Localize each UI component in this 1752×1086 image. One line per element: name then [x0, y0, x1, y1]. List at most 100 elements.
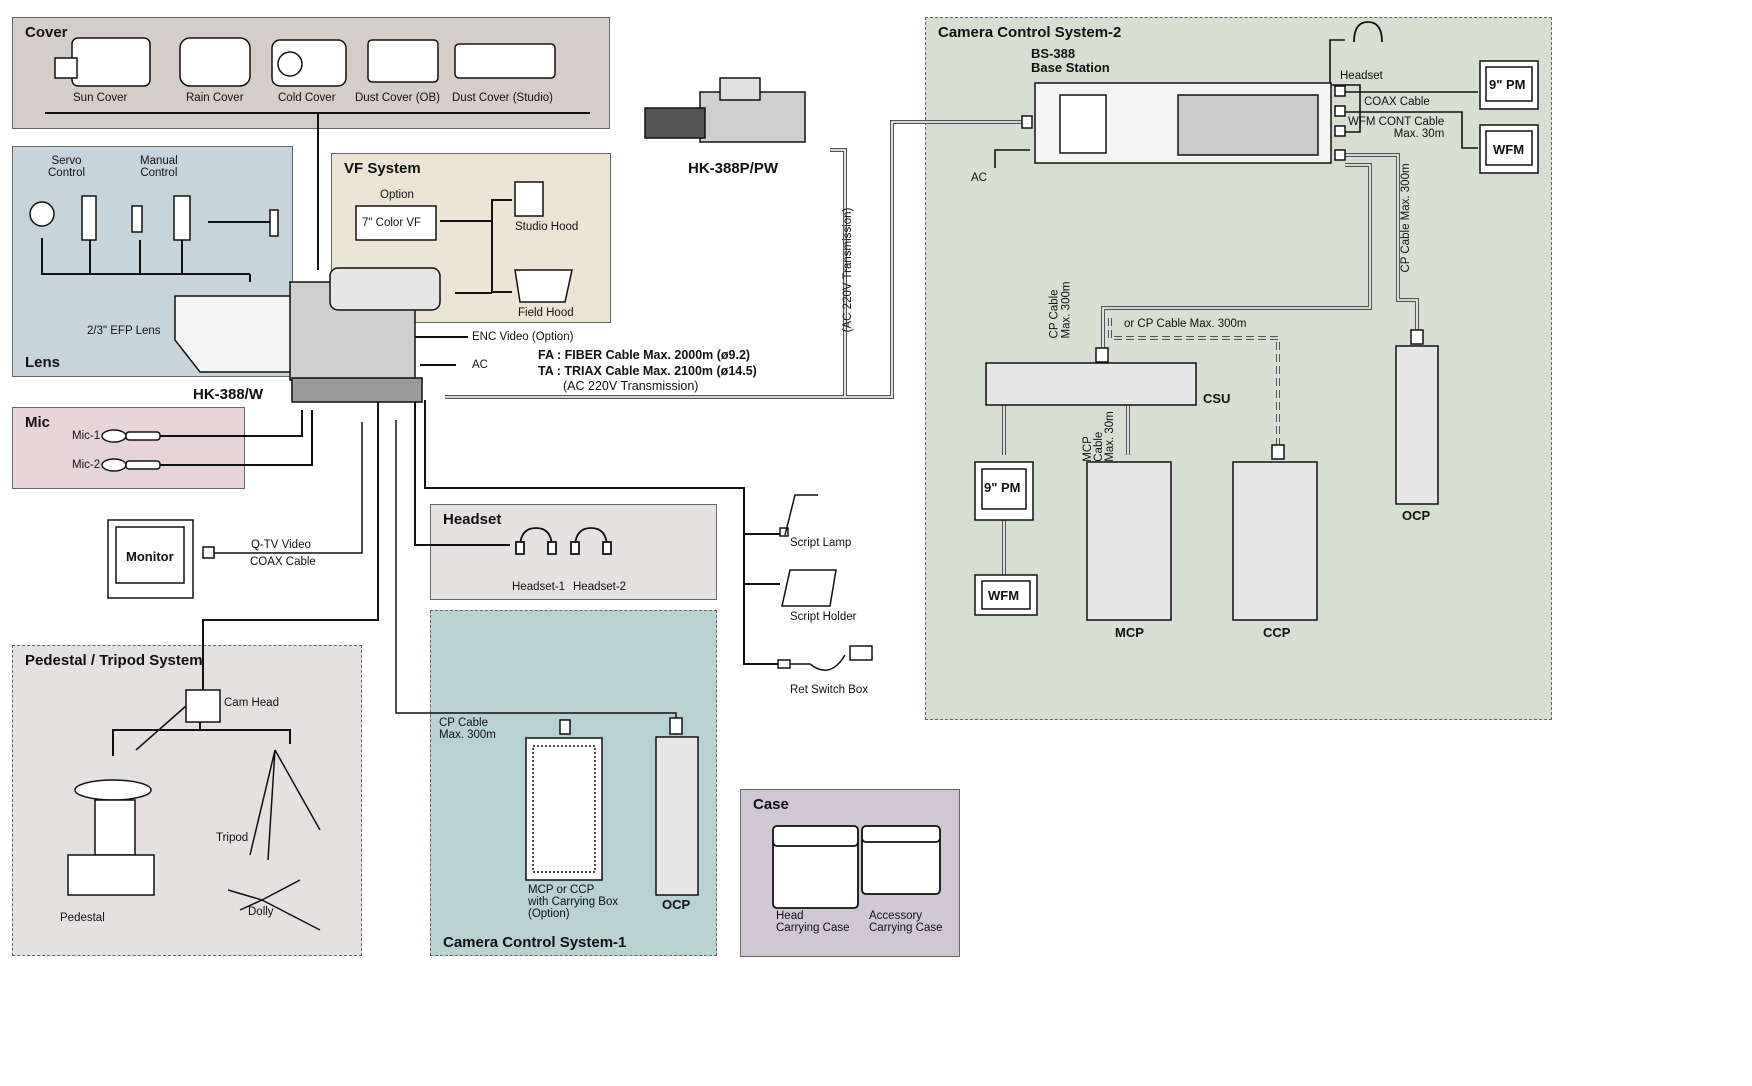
headset1-icon — [519, 527, 553, 549]
wfm-label: WFM — [1493, 142, 1525, 157]
headset-title: Headset — [443, 511, 502, 528]
wfm-cont-label: WFM CONT Cable Max. 30m — [1348, 116, 1445, 140]
coax-cable-label: COAX Cable — [250, 556, 316, 568]
ccp-icon — [1232, 461, 1318, 621]
pedestal-wire — [202, 400, 379, 690]
mcp-cable-label: MCP Cable Max. 30m — [1081, 411, 1116, 462]
mcp-label: MCP — [1115, 625, 1144, 640]
dust-cover-studio-icon — [454, 43, 556, 79]
pedestal-label: Pedestal — [60, 912, 105, 924]
field-hood-icon — [514, 269, 573, 303]
ccs1-cp-cable-label: CP Cable Max. 300m — [439, 717, 496, 741]
mic1-label: Mic-1 — [72, 430, 101, 442]
csu-icon — [985, 362, 1197, 406]
headset2-label: Headset-2 — [573, 581, 627, 593]
lens-bus — [41, 238, 251, 282]
efp-lens-label: 2/3" EFP Lens — [87, 325, 161, 337]
head-case-icon — [772, 837, 859, 909]
enc-video-label: ENC Video (Option) — [472, 331, 574, 343]
pedestal-title: Pedestal / Tripod System — [25, 652, 203, 669]
csu-label: CSU — [1203, 391, 1231, 406]
ocp2-label: OCP — [1402, 508, 1431, 523]
head-case-label: Head Carrying Case — [776, 910, 850, 934]
ccs1-title: Camera Control System-1 — [443, 934, 627, 951]
cover-label-dust-studio: Dust Cover (Studio) — [452, 92, 553, 104]
ccs2-title: Camera Control System-2 — [938, 24, 1122, 41]
mic-title: Mic — [25, 414, 51, 431]
mic2-wire — [160, 410, 313, 466]
triax-cable-label: TA : TRIAX Cable Max. 2100m (ø14.5) — [538, 364, 757, 378]
ccs1-wire — [395, 420, 677, 735]
mcp-icon — [1086, 461, 1172, 621]
color-vf-label: 7" Color VF — [362, 217, 422, 229]
dust-cover-ob-icon — [367, 39, 439, 83]
cover-title: Cover — [25, 24, 68, 41]
mic1-wire — [160, 410, 303, 437]
qtv-wire — [213, 422, 363, 558]
pedestal-icon — [74, 779, 152, 801]
csu-cp-cable-label: CP Cable Max. 300m — [1048, 281, 1073, 339]
mic-panel: Mic — [12, 407, 245, 489]
ccp-label: CCP — [1263, 625, 1291, 640]
bs388-label: BS-388 Base Station — [1031, 46, 1110, 75]
accessory-case-icon — [861, 835, 941, 895]
manual-control-label: Manual Control — [140, 155, 178, 179]
cover-label-rain: Rain Cover — [186, 92, 244, 104]
camera-ac-label: AC — [472, 359, 488, 371]
cover-label-cold: Cold Cover — [278, 92, 336, 104]
vf-link — [440, 199, 512, 294]
mic2-icon — [101, 458, 127, 472]
mic1-icon — [101, 429, 127, 443]
camera-portable-label: HK-388P/PW — [688, 160, 779, 177]
carrying-box-icon — [525, 737, 603, 881]
efp-lens-icon — [174, 295, 293, 373]
servo-control-label: Servo Control — [48, 155, 86, 179]
studio-hood-icon — [514, 181, 544, 217]
qtv-video-label: Q-TV Video — [251, 539, 311, 551]
cover-label-sun: Sun Cover — [73, 92, 128, 104]
dolly-label: Dolly — [248, 906, 274, 918]
manual-control-icon — [131, 205, 143, 233]
wfm2-label: WFM — [988, 588, 1020, 603]
headset1-label: Headset-1 — [512, 581, 566, 593]
ocp1-icon — [655, 736, 699, 896]
lens-title: Lens — [25, 354, 61, 371]
ret-switch-icon — [849, 645, 873, 661]
ac220-vertical-label: (AC 220V Transmission) — [842, 207, 854, 333]
script-holder-label: Script Holder — [790, 611, 857, 623]
tripod-icon — [249, 749, 321, 861]
case-title: Case — [753, 796, 789, 813]
dolly-icon — [227, 879, 321, 931]
sun-cover-icon — [71, 37, 151, 87]
bs-coax-label: COAX Cable — [1364, 96, 1430, 108]
cover-label-dust-ob: Dust Cover (OB) — [355, 92, 440, 104]
pm-label: 9" PM — [1489, 77, 1526, 92]
accessory-wire — [424, 400, 780, 665]
camera-main-label: HK-388/W — [193, 386, 264, 403]
vf-option-label: Option — [380, 189, 414, 201]
fiber-cable-label: FA : FIBER Cable Max. 2000m (ø9.2) — [538, 348, 751, 362]
ocp1-label: OCP — [662, 897, 691, 912]
carrying-box-label: MCP or CCP with Carrying Box (Option) — [528, 884, 619, 920]
servo-control-icon — [29, 201, 55, 227]
headset-wire — [414, 400, 510, 546]
headset2-icon — [574, 527, 608, 549]
ocp2-icon — [1395, 345, 1439, 505]
pm2-label: 9" PM — [984, 480, 1021, 495]
ret-switch-label: Ret Switch Box — [790, 684, 868, 696]
or-cp-cable-label: or CP Cable Max. 300m — [1124, 318, 1247, 330]
cam-head-icon — [185, 689, 221, 723]
script-lamp-icon — [779, 494, 818, 537]
mic2-label: Mic-2 — [72, 459, 101, 471]
script-holder-icon — [781, 569, 837, 607]
color-vf-icon — [355, 205, 437, 241]
vf-title: VF System — [344, 160, 421, 177]
cam-head-label: Cam Head — [224, 697, 279, 709]
rain-cover-icon — [179, 37, 251, 87]
accessory-case-label: Accessory Carrying Case — [869, 910, 943, 934]
field-hood-label: Field Hood — [518, 307, 574, 319]
monitor-label: Monitor — [126, 549, 174, 564]
tripod-label: Tripod — [216, 832, 249, 844]
cp-vertical-label: CP Cable Max. 300m — [1400, 163, 1412, 273]
